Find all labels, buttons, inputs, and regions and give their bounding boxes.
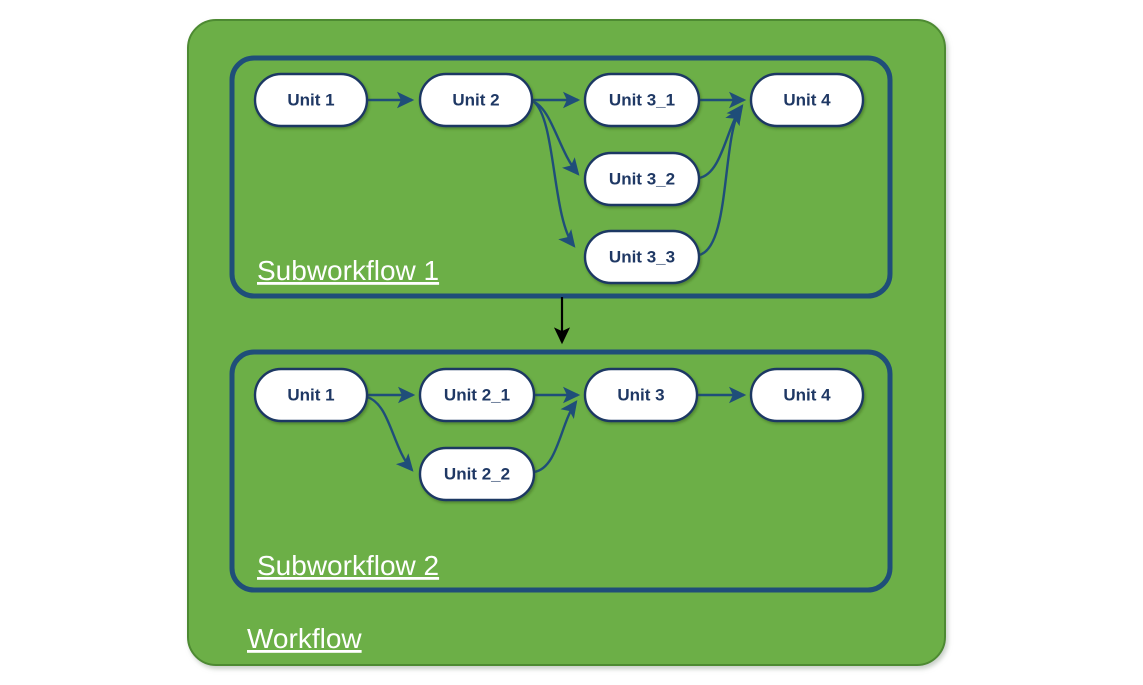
edge-sw2-unit1-unit22 [366,395,414,472]
sw2-node-unit-3-shape [583,367,699,423]
sw2-node-unit-2-2-shape [418,446,536,502]
sw2-node-unit-1[interactable]: Unit 1 [253,367,369,423]
sw1-node-unit-3-1-shape [583,72,701,128]
subworkflow-1-edges [367,91,747,257]
edge-sw1-unit33-unit4 [698,107,742,257]
sw1-node-unit-2[interactable]: Unit 2 [418,72,534,128]
sw2-node-unit-3[interactable]: Unit 3 [583,367,699,423]
sw2-node-unit-2-1-shape [418,367,536,423]
sw2-node-unit-1-shape [253,367,369,423]
subworkflow-1-group[interactable]: Subworkflow 1 Unit 1 Unit 2 [229,55,893,299]
subworkflow-2-shape [229,349,893,593]
sw1-node-unit-2-shape [418,72,534,128]
sw1-node-unit-1[interactable]: Unit 1 [253,72,369,128]
sw2-node-unit-4[interactable]: Unit 4 [749,367,865,423]
sw1-node-unit-4[interactable]: Unit 4 [749,72,865,128]
edge-sw2-unit22-unit3 [533,400,578,474]
sw1-node-unit-3-2-shape [583,151,701,207]
sw2-node-unit-4-shape [749,367,865,423]
workflow-label: Workflow [247,623,362,654]
sw1-node-unit-1-shape [253,72,369,128]
edge-sw1-unit2-unit33 [533,101,576,248]
sw1-node-unit-3-3-shape [583,229,701,285]
sw1-node-unit-3-2[interactable]: Unit 3_2 [583,151,701,207]
sw2-node-unit-2-1[interactable]: Unit 2_1 [418,367,536,423]
sw1-node-unit-3-1[interactable]: Unit 3_1 [583,72,701,128]
subworkflow-2-label: Subworkflow 2 [257,550,439,581]
sw1-node-unit-4-shape [749,72,865,128]
subworkflow-1-label: Subworkflow 1 [257,255,439,286]
subworkflow-1-shape [229,55,893,299]
sw2-node-unit-2-2[interactable]: Unit 2_2 [418,446,536,502]
sw1-node-unit-3-3[interactable]: Unit 3_3 [583,229,701,285]
subworkflow-2-edges [366,386,747,474]
